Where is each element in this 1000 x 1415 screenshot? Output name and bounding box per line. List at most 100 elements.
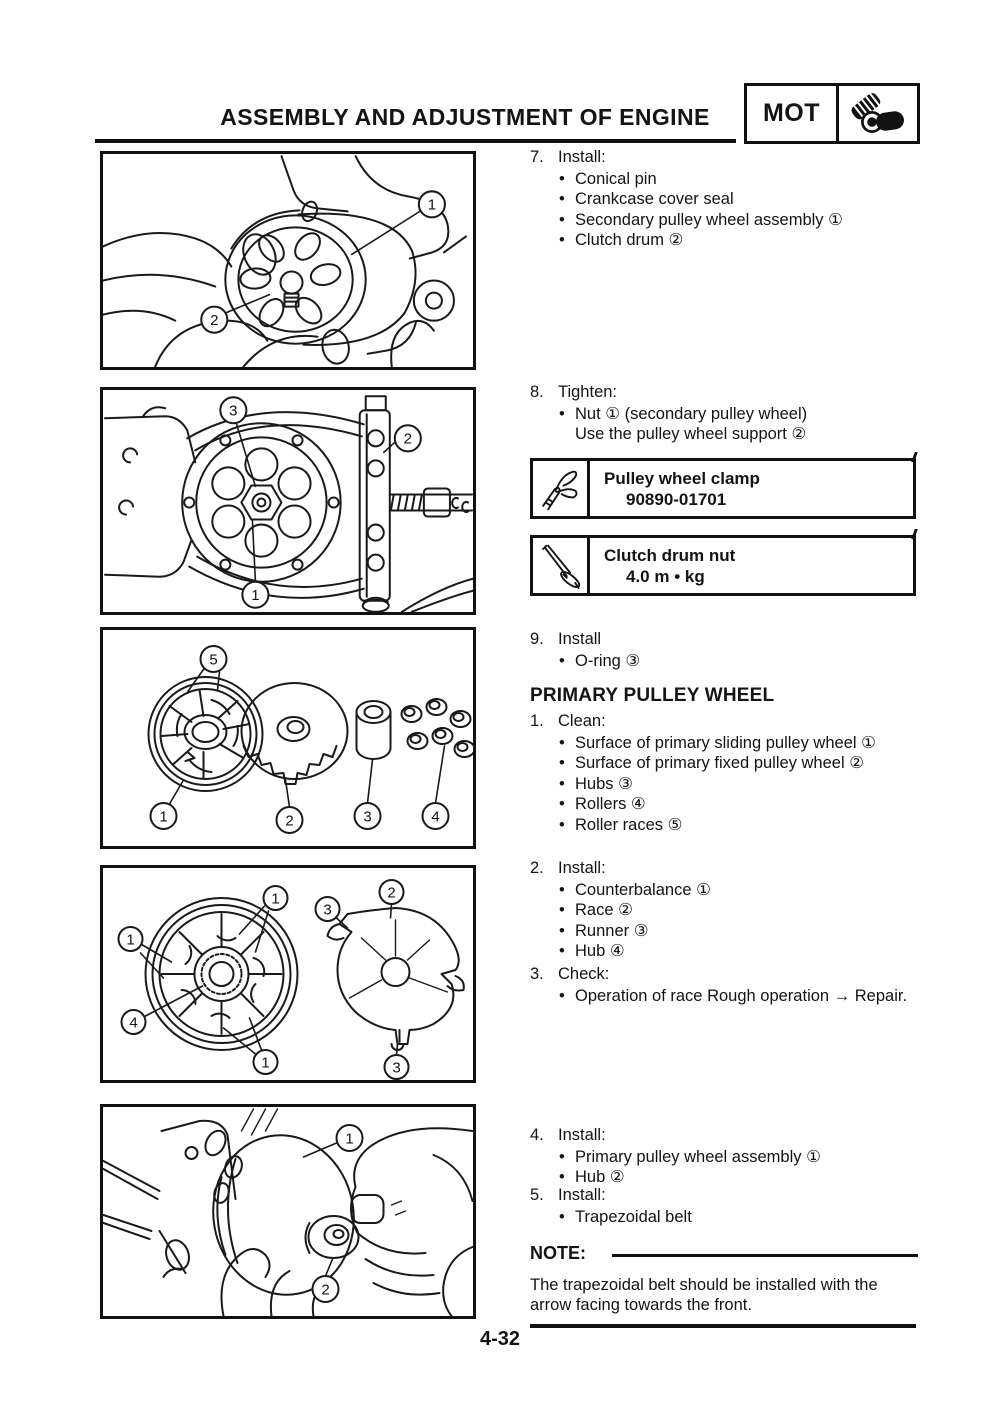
bullet-item: Crankcase cover seal <box>558 189 920 210</box>
step-install-2: 2. Install: Counterbalance ① Race ② Runn… <box>530 858 920 962</box>
callout: 1 <box>117 926 173 979</box>
section-tag-label: MOT <box>762 99 821 127</box>
bullet-item: Counterbalance ① <box>558 880 920 901</box>
callout: 3 <box>353 759 382 830</box>
step-verb: Clean: <box>558 712 606 730</box>
bullet-item: Hub ④ <box>558 941 920 962</box>
bullet-item: Secondary pulley wheel assembly ① <box>558 210 920 231</box>
bullet-item: Rollers ④ <box>558 794 920 815</box>
step-number: 4. <box>530 1126 544 1144</box>
page-number: 4-32 <box>479 1328 521 1350</box>
note-text: The trapezoidal belt should be installed… <box>530 1275 878 1315</box>
clutch-drum-illustration: 1 2 <box>103 155 467 367</box>
figure-pulley-support-tool: 3 2 1 <box>100 387 476 615</box>
section-end-rule <box>530 1324 916 1328</box>
svg-text:3: 3 <box>229 403 237 420</box>
svg-text:2: 2 <box>404 431 412 448</box>
svg-text:1: 1 <box>271 890 279 907</box>
svg-text:5: 5 <box>209 651 217 668</box>
counterbalance-illustration: 1 1 1 4 <box>117 879 465 1080</box>
svg-text:4: 4 <box>431 808 439 825</box>
callout: 5 <box>186 645 228 693</box>
step-number: 2. <box>530 859 544 877</box>
exploded-parts-illustration: 5 1 2 3 <box>147 645 473 834</box>
note-rule <box>612 1253 918 1257</box>
svg-text:3: 3 <box>363 808 371 825</box>
torque-wrench-icon <box>533 538 590 593</box>
tool-spec: 90890-01701 <box>626 490 727 509</box>
pulley-support-illustration: 3 2 1 <box>104 395 473 612</box>
svg-text:1: 1 <box>251 587 259 604</box>
callout: 3 <box>383 1043 410 1080</box>
bullet-item: Hub ② <box>558 1167 920 1188</box>
callout: 2 <box>200 293 271 334</box>
bullet-item: Operation of race Rough operation → Repa… <box>558 986 920 1007</box>
pulley-clamp-icon <box>533 461 590 516</box>
bullet-item: Conical pin <box>558 169 920 190</box>
callout: 2 <box>275 779 304 834</box>
bullet-item: Trapezoidal belt <box>558 1207 920 1228</box>
step-verb: Install: <box>558 1126 606 1144</box>
svg-text:3: 3 <box>392 1059 400 1076</box>
callout: 1 <box>238 885 289 953</box>
pulley-install-illustration: 1 2 <box>103 1108 473 1316</box>
svg-text:2: 2 <box>321 1281 329 1298</box>
svg-text:1: 1 <box>345 1130 353 1147</box>
step-continuation: Use the pulley wheel support ② <box>575 425 807 443</box>
step-install-4: 4. Install: Primary pulley wheel assembl… <box>530 1125 920 1188</box>
bullet-item: Runner ③ <box>558 921 920 942</box>
callout: 2 <box>378 879 405 919</box>
svg-text:1: 1 <box>126 931 134 948</box>
bullet-item: Primary pulley wheel assembly ① <box>558 1147 920 1168</box>
section-tag-box: MOT <box>744 83 920 144</box>
step-clean-1: 1. Clean: Surface of primary sliding pul… <box>530 711 920 835</box>
title-rule <box>95 139 736 143</box>
step-8: 8. Tighten: Nut ① (secondary pulley whee… <box>530 382 920 445</box>
step-verb: Check: <box>558 965 610 983</box>
section-heading-primary-pulley-wheel: PRIMARY PULLEY WHEEL <box>530 685 775 706</box>
engine-icon <box>836 86 917 141</box>
svg-text:1: 1 <box>428 197 436 214</box>
callout: 1 <box>241 519 270 609</box>
note-label: NOTE: <box>530 1243 586 1263</box>
step-verb: Install: <box>558 148 606 166</box>
note-block: NOTE: The trapezoidal belt should be ins… <box>530 1243 920 1316</box>
figure-primary-pulley-parts: 5 1 2 3 <box>100 627 476 849</box>
svg-text:2: 2 <box>210 312 218 329</box>
step-number: 7. <box>530 148 544 166</box>
bullet-item: Clutch drum ② <box>558 230 920 251</box>
callout: 1 <box>350 190 446 256</box>
callout: 2 <box>382 424 422 454</box>
figure-counterbalance-race: 1 1 1 4 <box>100 865 476 1083</box>
figure-primary-pulley-install: 1 2 <box>100 1104 476 1319</box>
step-check-3: 3. Check: Operation of race Rough operat… <box>530 964 920 1006</box>
svg-text:1: 1 <box>261 1054 269 1071</box>
tool-name: Clutch drum nut <box>604 546 736 565</box>
bullet-item: Roller races ⑤ <box>558 815 920 836</box>
bullet-item: O-ring ③ <box>558 651 920 672</box>
step-number: 3. <box>530 965 544 983</box>
svg-text:1: 1 <box>159 808 167 825</box>
callout: 2 <box>311 1258 340 1303</box>
callout: 3 <box>314 896 349 929</box>
svg-text:4: 4 <box>129 1014 137 1031</box>
figure-clutch-drum-install: 1 2 <box>100 151 476 370</box>
rollers <box>400 698 473 758</box>
step-number: 8. <box>530 383 544 401</box>
callout: 1 <box>149 779 185 830</box>
callout: 4 <box>120 985 204 1035</box>
tool-name: Pulley wheel clamp <box>604 469 760 488</box>
step-number: 1. <box>530 712 544 730</box>
bullet-item: Surface of primary fixed pulley wheel ② <box>558 753 920 774</box>
tool-box-pulley-clamp: Pulley wheel clamp 90890-01701 <box>530 458 916 519</box>
bullet-item: Race ② <box>558 900 920 921</box>
callout: 4 <box>421 745 450 830</box>
svg-text:2: 2 <box>387 884 395 901</box>
tool-box-clutch-drum-nut: Clutch drum nut 4.0 m • kg <box>530 535 916 596</box>
step-install-5: 5. Install: Trapezoidal belt <box>530 1185 920 1227</box>
svg-text:3: 3 <box>323 901 331 918</box>
step-9: 9. Install O-ring ③ <box>530 629 920 671</box>
callout: 3 <box>219 396 257 488</box>
page-title: ASSEMBLY AND ADJUSTMENT OF ENGINE <box>220 104 710 130</box>
